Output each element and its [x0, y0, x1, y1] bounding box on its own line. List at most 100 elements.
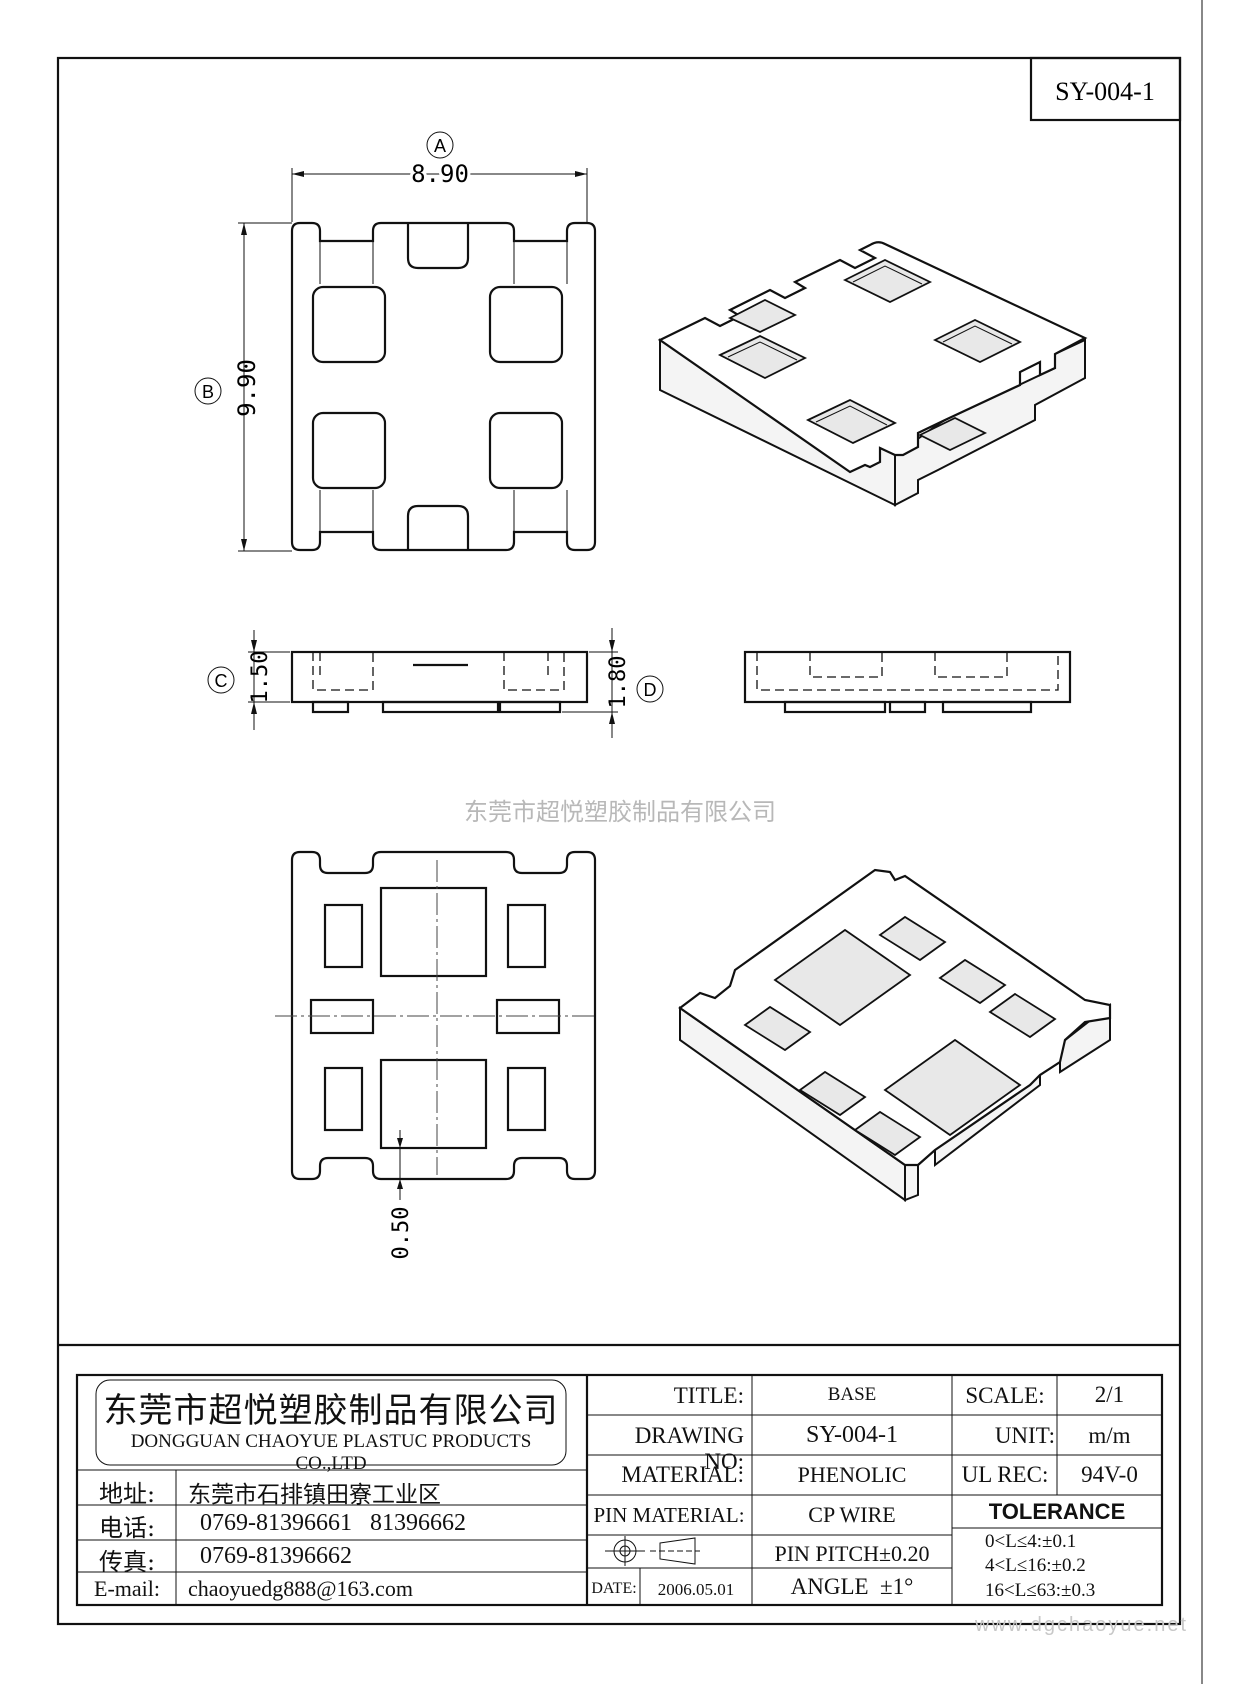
- iso-bottom-pad-large: [773, 928, 912, 1027]
- iso-pocket-inner: [942, 325, 1013, 345]
- contact-phone-value: 0769-81396661 81396662: [200, 1510, 466, 1536]
- front-view-body: [743, 650, 1072, 704]
- iso-pocket: [917, 416, 988, 452]
- contact-fax-value: 0769-81396662: [200, 1543, 352, 1569]
- pin-pitch: PIN PITCH±0.20: [774, 1541, 930, 1566]
- hidden-line: [934, 652, 1008, 678]
- watermark: 东莞市超悦塑胶制品有限公司: [464, 799, 776, 826]
- company-name-box: [95, 1379, 567, 1466]
- front-foot: [888, 700, 927, 714]
- bottom-pad-small: [506, 903, 547, 969]
- balloon-a: [426, 131, 454, 159]
- balloon-a-label: A: [434, 136, 446, 156]
- pocket: [488, 285, 564, 364]
- iso-bottom-pad-small: [938, 958, 1007, 1005]
- balloon-b-label: B: [202, 382, 214, 402]
- pocket: [311, 411, 387, 490]
- title-block: [75, 1373, 1164, 1607]
- balloon-c: [207, 666, 235, 694]
- contact-address-value: 东莞市石排镇田寮工业区: [188, 1482, 441, 1508]
- drawing-no-value: SY-004-1: [805, 1422, 898, 1448]
- pin-material-label: PIN MATERIAL:: [593, 1503, 745, 1527]
- drawing-no-label: DRAWING NO:: [634, 1423, 744, 1474]
- bottom-pad-small: [323, 1066, 364, 1132]
- iso-view-bottom: [678, 868, 1112, 1202]
- hidden-line: [312, 652, 374, 691]
- balloon-d: [636, 675, 664, 703]
- angle: ANGLE ±1°: [790, 1574, 914, 1599]
- iso-pocket: [842, 258, 933, 304]
- balloon-c-label: C: [215, 671, 228, 691]
- material-label: MATERIAL:: [621, 1462, 744, 1487]
- iso-bottom-pad-small: [743, 1005, 812, 1052]
- dim-b-value: 9.90: [233, 359, 261, 417]
- ul-value: 94V-0: [1081, 1462, 1138, 1487]
- side-foot: [381, 700, 500, 714]
- iso-pockets: [717, 258, 1023, 452]
- side-view: 1.50 C 1.80 D: [207, 628, 664, 738]
- tolerance-label: TOLERANCE: [988, 1499, 1126, 1524]
- iso-pocket: [717, 335, 808, 380]
- iso-pocket: [932, 318, 1023, 364]
- tolerance-line-3: 16<L≤63:±0.3: [985, 1580, 1096, 1601]
- side-view-body: [290, 650, 589, 704]
- tolerance-line-2: 4<L≤16:±0.2: [985, 1555, 1086, 1576]
- contact-address-label: 地址:: [98, 1480, 156, 1508]
- ul-label: UL REC:: [961, 1462, 1049, 1487]
- contact-phone-label: 电话:: [98, 1514, 156, 1542]
- front-foot: [941, 700, 1033, 714]
- unit-label: UNIT:: [994, 1423, 1055, 1448]
- drawing-id-box: [1029, 56, 1182, 122]
- iso-pocket-inner: [727, 341, 798, 361]
- top-notch: [406, 223, 470, 270]
- hidden-line: [503, 652, 565, 691]
- title-value: BASE: [827, 1384, 877, 1405]
- material-value: PHENOLIC: [797, 1462, 907, 1487]
- date-value: 2006.05.01: [657, 1580, 735, 1599]
- pocket: [311, 285, 387, 364]
- contact-email-label: E-mail:: [94, 1576, 160, 1601]
- iso-bottom-pad-small: [988, 992, 1057, 1039]
- iso-pocket: [727, 298, 798, 333]
- dim-gap-value: 0.50: [389, 1207, 414, 1260]
- company-name-cn: 东莞市超悦塑胶制品有限公司: [103, 1391, 559, 1431]
- title-block-frame: [75, 1373, 1164, 1607]
- bottom-pad-large: [379, 1058, 488, 1150]
- iso-bottom-pad-small: [878, 915, 947, 962]
- front-foot: [783, 700, 887, 714]
- iso-edge: [879, 447, 896, 456]
- sheet-border: [56, 56, 1182, 1626]
- hidden-line: [756, 652, 1059, 691]
- pin-material-value: CP WIRE: [808, 1502, 896, 1527]
- iso-bottom-pad-small: [853, 1110, 922, 1157]
- iso-pocket: [805, 398, 898, 445]
- top-view-outline: [290, 221, 597, 552]
- side-foot: [498, 700, 562, 714]
- dim-d-value: 1.80: [606, 656, 631, 709]
- scale-label: SCALE:: [965, 1383, 1045, 1408]
- contact-email-value: chaoyuedg888@163.com: [188, 1576, 413, 1601]
- date-label: DATE:: [591, 1580, 637, 1597]
- dim-a-mask: 8.90: [411, 160, 469, 188]
- tolerance-line-1: 0<L≤4:±0.1: [985, 1531, 1077, 1552]
- balloon-b: [194, 377, 222, 405]
- unit-value: m/m: [1088, 1423, 1131, 1448]
- iso-view-top: [657, 241, 1088, 507]
- drawing-id: SY-004-1: [1055, 77, 1155, 106]
- bottom-pad-small: [506, 1066, 547, 1132]
- site-watermark: www.dgchaoyue.net: [975, 1614, 1189, 1636]
- iso-bottom-pad-small: [798, 1070, 867, 1117]
- balloon-d-label: D: [644, 680, 657, 700]
- bottom-view: 0.50: [275, 850, 597, 1260]
- pocket: [488, 411, 564, 490]
- scale-value: 2/1: [1094, 1382, 1125, 1407]
- bottom-pad-large: [379, 886, 488, 978]
- hidden-line: [809, 652, 883, 678]
- iso-bottom-pad-large: [883, 1038, 1022, 1137]
- side-foot: [311, 700, 350, 714]
- top-view: 8.90 8.90 A 9.90 B: [194, 131, 597, 552]
- iso-pocket-inner: [852, 265, 923, 285]
- title-label: TITLE:: [673, 1383, 744, 1408]
- bottom-notch: [406, 504, 470, 551]
